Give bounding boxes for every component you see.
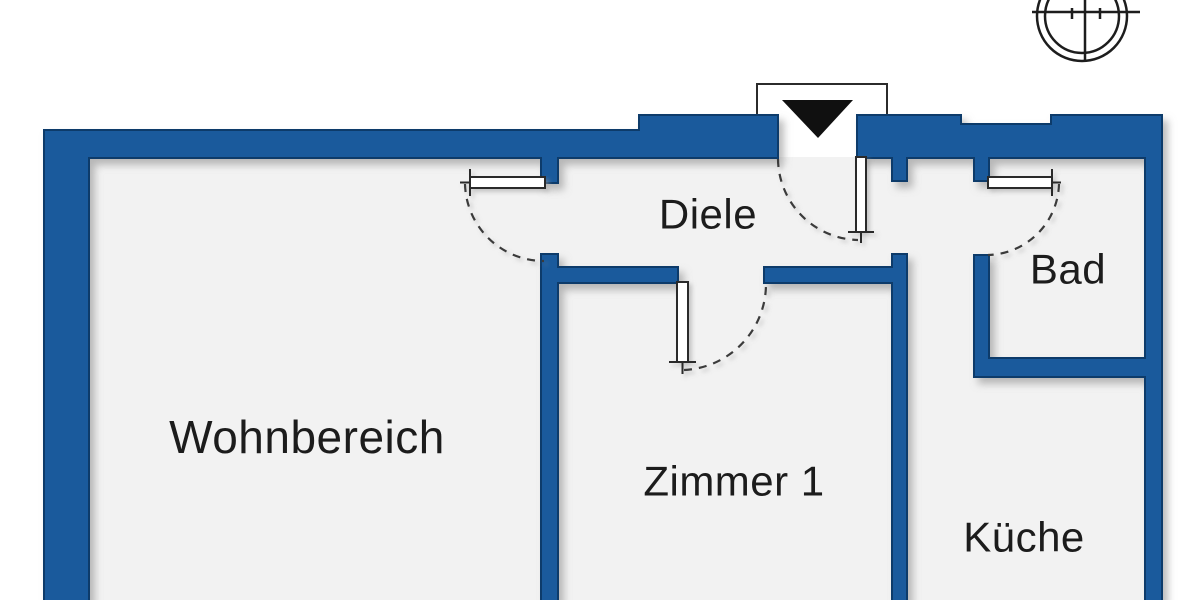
room-label-bad: Bad [1030, 246, 1106, 293]
door-swing-arc [463, 183, 545, 263]
entrance-arrow-icon [782, 100, 853, 138]
door-leaf [676, 281, 689, 363]
door-frame-tick [1051, 169, 1061, 196]
compass-icon [1032, 0, 1140, 63]
room-label-zimmer1: Zimmer 1 [643, 458, 824, 505]
door-frame-tick [848, 231, 874, 243]
door-zimmer1 [669, 281, 768, 374]
room-label-diele: Diele [659, 191, 757, 238]
door-wohnbereich [460, 169, 546, 263]
door-frame-tick [460, 169, 471, 196]
door-swing-arc [776, 158, 859, 242]
room-label-wohnbereich: Wohnbereich [169, 411, 445, 463]
door-swing-arc [683, 283, 768, 372]
room-label-kueche: Küche [963, 514, 1085, 561]
door-frame-tick [669, 361, 696, 374]
door-swing-arc [987, 183, 1061, 257]
door-bad [987, 169, 1061, 257]
door-leaf [855, 156, 867, 233]
door-leaf [469, 176, 546, 189]
door-leaf [987, 176, 1053, 189]
door-entrance [776, 156, 874, 243]
